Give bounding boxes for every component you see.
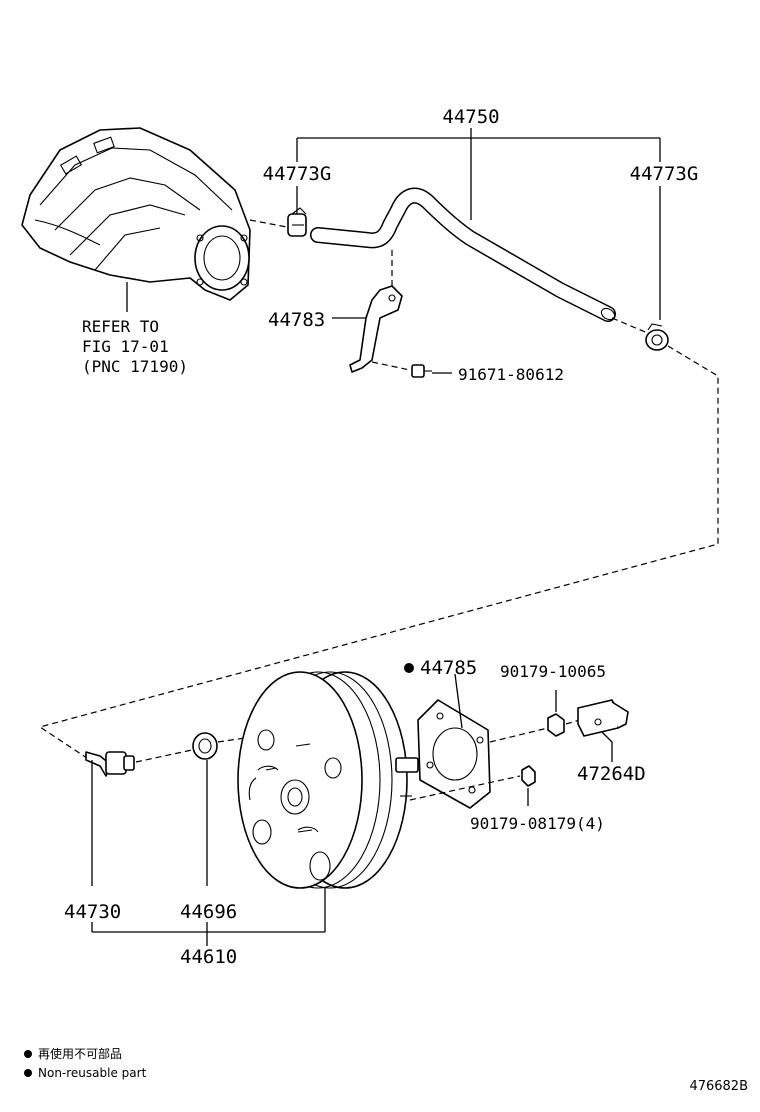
brake-booster-illustration <box>237 671 430 889</box>
non-reusable-marker <box>404 663 414 673</box>
bolt-91671-illustration <box>411 364 432 378</box>
dash-gasket-to-nut <box>489 727 549 743</box>
legend-bullet-cn <box>24 1050 32 1058</box>
refer-note-line3: (PNC 17190) <box>82 357 188 376</box>
label-44783: 44783 <box>268 309 325 331</box>
clamp-right-illustration <box>645 323 669 351</box>
intake-manifold-illustration <box>21 127 251 301</box>
label-91671-80612: 91671-80612 <box>458 365 564 384</box>
dash-booster-to-nut <box>409 775 521 801</box>
label-47264d: 47264D <box>577 763 646 785</box>
clevis-illustration <box>577 699 629 737</box>
label-44610: 44610 <box>180 946 237 968</box>
label-90179-10065: 90179-10065 <box>500 662 606 681</box>
dash-bracket-to-bolt <box>371 361 411 371</box>
vacuum-hose-illustration <box>310 187 616 322</box>
bracket-illustration <box>349 285 403 373</box>
label-44696: 44696 <box>180 901 237 923</box>
gasket-illustration <box>417 699 491 809</box>
label-44773g-right: 44773G <box>630 163 699 185</box>
dash-valve-to-grommet <box>135 749 193 763</box>
legend-en: Non-reusable part <box>38 1066 147 1080</box>
nut-90179-08179-illustration <box>521 765 536 787</box>
leader-44785 <box>454 673 463 729</box>
nut-90179-10065-illustration <box>547 713 565 737</box>
label-90179-08179: 90179-08179(4) <box>470 814 605 833</box>
leader-47264d <box>601 731 613 762</box>
legend-cn: 再使用不可部品 <box>38 1046 122 1061</box>
figure-code: 476682B <box>689 1079 748 1094</box>
label-44785: 44785 <box>420 657 477 679</box>
check-valve-illustration <box>85 751 135 777</box>
label-44730: 44730 <box>64 901 121 923</box>
clamp-left-illustration <box>287 207 307 237</box>
refer-note-line1: REFER TO <box>82 317 159 336</box>
label-44750: 44750 <box>442 106 499 128</box>
label-44773g-left: 44773G <box>263 163 332 185</box>
refer-note-line2: FIG 17-01 <box>82 337 169 356</box>
leader-44610 <box>91 760 326 946</box>
grommet-illustration <box>192 732 218 760</box>
dash-manifold-to-clamp <box>249 219 293 229</box>
leader-44750 <box>296 128 661 320</box>
legend-bullet-en <box>24 1069 32 1077</box>
dash-hose-to-clamp <box>611 317 651 335</box>
